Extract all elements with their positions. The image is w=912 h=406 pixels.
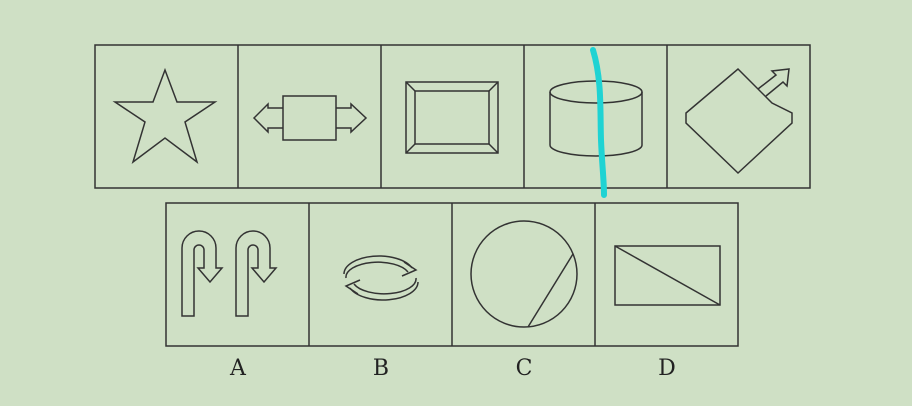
question-row-frame [94, 44, 811, 189]
option-label-c: C [516, 356, 533, 381]
question-row [94, 44, 811, 189]
cycle-arrows-icon [343, 255, 419, 301]
circle-with-chord-icon [470, 220, 578, 328]
beveled-rectangle-icon [405, 81, 499, 154]
diamond-arrow-icon [685, 67, 793, 175]
rectangle-with-diagonal-icon [614, 245, 721, 306]
annotation-stroke [590, 47, 607, 198]
star-icon [112, 67, 218, 164]
cylinder-icon [549, 80, 643, 157]
option-label-b: B [373, 356, 389, 381]
diamond-arrow-detail [757, 68, 790, 97]
options-row [165, 202, 739, 347]
option-labels: A B C D [229, 356, 676, 381]
option-label-d: D [658, 356, 676, 381]
option-label-a: A [229, 356, 247, 381]
double-u-turn-arrow-icon [181, 230, 278, 317]
double-arrow-box-icon [252, 95, 368, 141]
